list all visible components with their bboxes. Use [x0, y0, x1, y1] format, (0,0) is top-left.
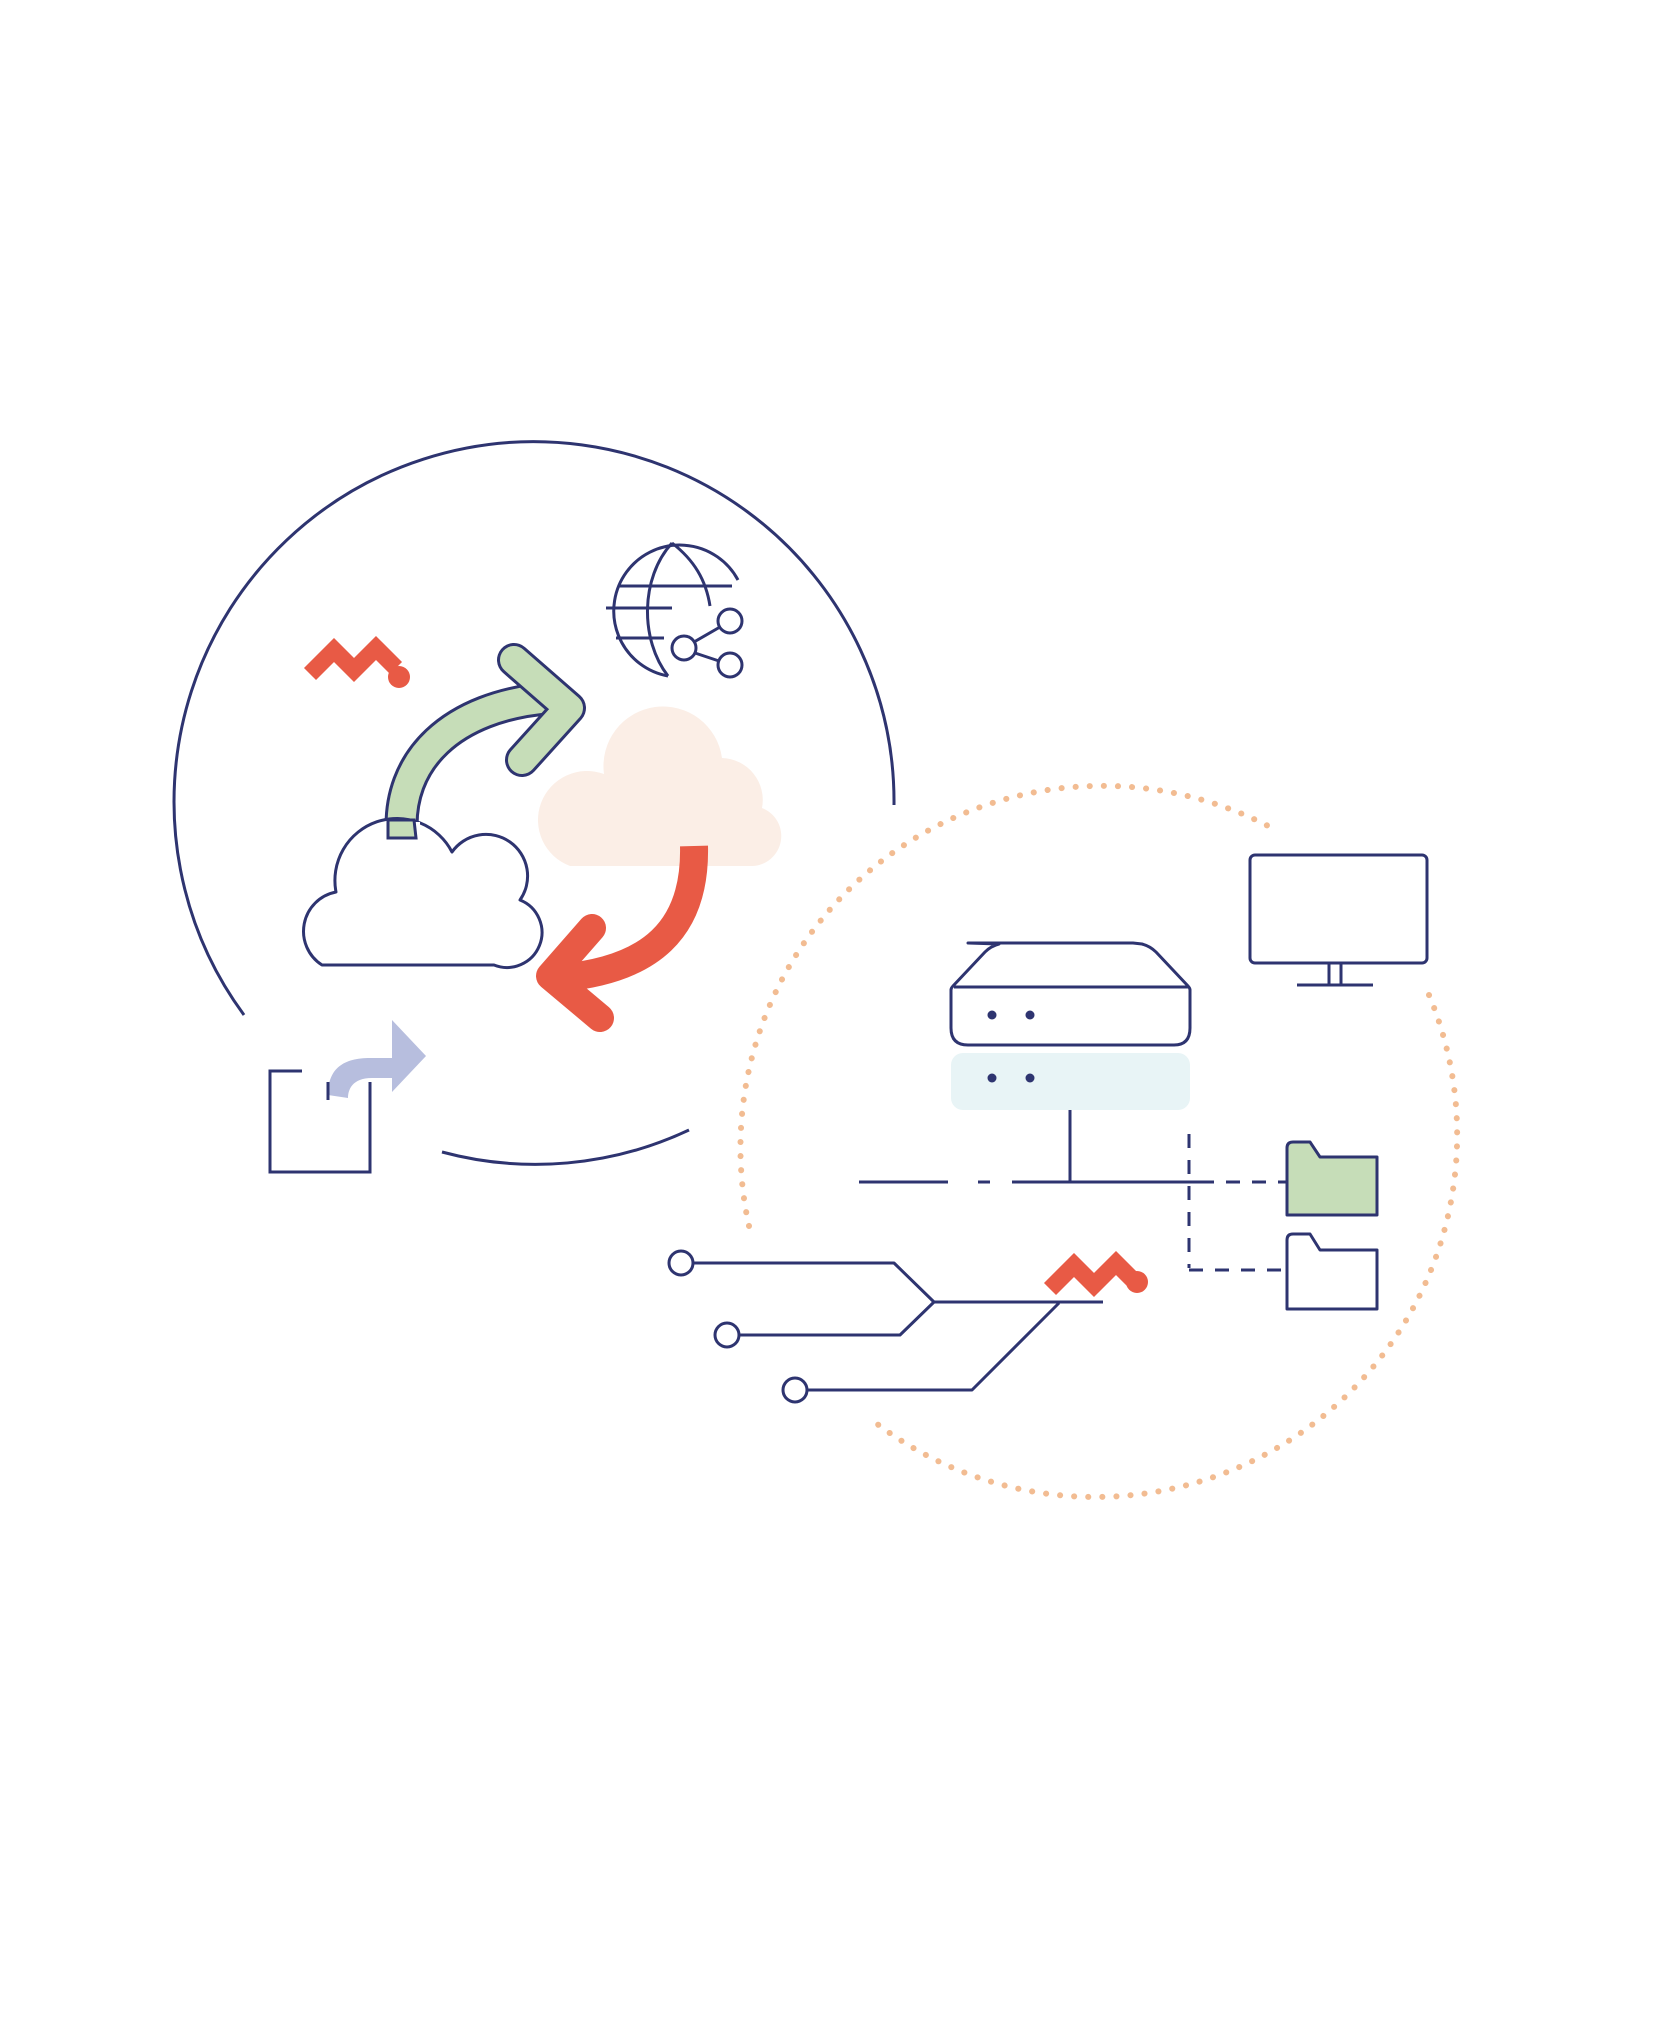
globe-meridian-2 — [671, 541, 712, 607]
monitor-screen — [1248, 853, 1429, 965]
circuit-trace-3 — [807, 1301, 1061, 1392]
circuit-trace-1 — [693, 1261, 1103, 1304]
server-top-case — [949, 941, 1192, 1047]
monitor-icon — [1248, 853, 1429, 987]
filled-cloud-icon — [537, 706, 782, 866]
green-arrow-head — [500, 646, 583, 774]
green-arrow-tail — [386, 818, 418, 840]
export-arrow — [328, 1020, 426, 1098]
red-download-arrow-icon — [536, 845, 709, 1032]
share-node-bottom — [716, 651, 744, 679]
circuit-node-3 — [781, 1376, 809, 1404]
brand-zigzag — [303, 635, 403, 683]
dotted-arc-right — [869, 992, 1461, 1500]
circuit-node-1 — [667, 1249, 695, 1277]
server-led-4 — [1025, 1073, 1035, 1083]
server-led-1 — [987, 1010, 997, 1020]
server-icon — [949, 941, 1192, 1182]
red-arrow-head — [536, 914, 614, 1032]
export-box — [268, 1069, 372, 1174]
server-bottom-unit — [951, 1053, 1190, 1110]
red-arrow-shaft — [558, 845, 709, 992]
circuit-node-2 — [713, 1321, 741, 1349]
brand-mark-icon-secondary — [1043, 1250, 1148, 1298]
circle-arc-bottom-left — [441, 1128, 690, 1166]
brand-mark-icon — [303, 635, 410, 688]
share-link-1 — [693, 625, 721, 644]
network-dotted-circle — [737, 782, 1461, 1500]
share-node-top — [716, 607, 744, 635]
share-node-left — [670, 634, 698, 662]
dotted-arc-top — [737, 782, 1275, 1229]
brand-zigzag-secondary — [1043, 1250, 1143, 1298]
outline-cloud-icon — [302, 816, 544, 969]
circuit-connector-icon — [667, 1249, 1103, 1404]
circle-arc-main — [172, 440, 896, 1016]
share-link-2 — [694, 651, 720, 663]
circuit-trace-2 — [739, 1300, 936, 1337]
green-upload-arrow-icon — [384, 643, 586, 838]
folder-green — [1285, 1140, 1379, 1217]
brand-dot — [388, 666, 410, 688]
share-export-icon — [268, 1020, 426, 1174]
folder-icon — [1285, 1140, 1379, 1311]
globe-share-icon — [606, 541, 744, 679]
server-led-2 — [1025, 1010, 1035, 1020]
globe-outline — [612, 543, 740, 678]
green-arrow-shaft-fill — [387, 684, 552, 838]
network-line — [859, 1134, 1290, 1272]
cloud-sync-circle — [172, 440, 896, 1166]
brand-dot-secondary — [1126, 1271, 1148, 1293]
server-led-3 — [987, 1073, 997, 1083]
folder-white — [1285, 1232, 1379, 1311]
